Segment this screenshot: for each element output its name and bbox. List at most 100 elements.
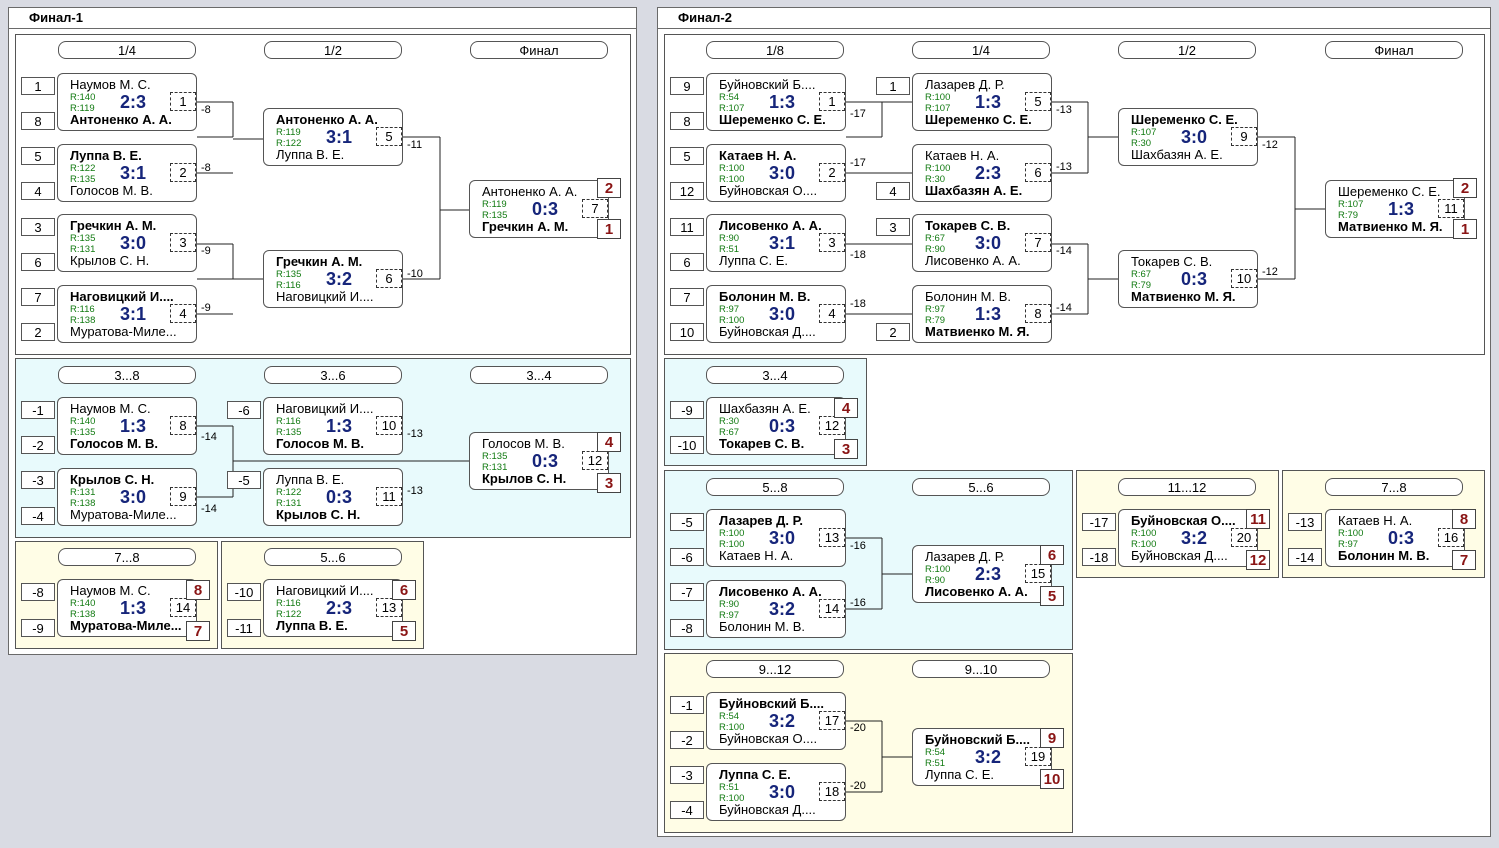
player-2-name: Крылов С. Н. [482, 471, 567, 486]
player-1-name: Гречкин А. М. [276, 254, 363, 269]
match-score: 1:3 [975, 92, 1002, 112]
round-header: 1/8 [706, 41, 844, 59]
match-score: 3:0 [120, 233, 147, 253]
player-2-rating: R:30 [925, 174, 946, 185]
seed-box: 2 [876, 323, 910, 341]
match-score: 0:3 [1181, 269, 1208, 289]
player-2-name: Голосов М. В. [276, 436, 365, 451]
player-2-rating: R:100 [1131, 539, 1157, 550]
match-number: 11 [376, 487, 402, 506]
match-number: 6 [1025, 163, 1051, 182]
player-2-name: Шахбазян А. Е. [1131, 147, 1223, 162]
loser-destination: -12 [1262, 139, 1278, 151]
loser-destination: -14 [1056, 302, 1072, 314]
round-header: 1/2 [1118, 41, 1256, 59]
loser-destination: -16 [850, 540, 866, 552]
player-2-rating: R:138 [70, 609, 96, 620]
place-badge: 7 [186, 621, 210, 641]
seed-box: 7 [21, 288, 55, 306]
player-2-rating: R:131 [482, 462, 508, 473]
player-2-rating: R:135 [70, 174, 96, 185]
final-1-title: Финал-1 [29, 10, 83, 25]
player-2-rating: R:100 [719, 722, 745, 733]
player-1-rating: R:135 [482, 451, 508, 462]
match-score: 3:0 [120, 487, 147, 507]
match-score: 3:0 [1181, 127, 1208, 147]
player-1-name: Токарев С. В. [1131, 254, 1213, 269]
seed-box: -3 [670, 766, 704, 784]
player-2-name: Лисовенко А. А. [925, 253, 1021, 268]
seed-box: -9 [21, 619, 55, 637]
player-1-rating: R:54 [719, 711, 740, 722]
player-1-name: Крылов С. Н. [70, 472, 155, 487]
place-badge: 12 [1246, 550, 1270, 570]
round-header: 7...8 [58, 548, 196, 566]
player-2-name: Шахбазян А. Е. [925, 183, 1023, 198]
match-number: 16 [1438, 528, 1464, 547]
round-header: 5...6 [912, 478, 1050, 496]
player-1-name: Катаев Н. А. [925, 148, 1000, 163]
player-1-name: Антоненко А. А. [482, 184, 578, 199]
player-1-name: Катаев Н. А. [719, 148, 797, 163]
player-1-rating: R:67 [1131, 269, 1152, 280]
player-2-rating: R:51 [925, 758, 946, 769]
seed-box: -6 [227, 401, 261, 419]
player-2-rating: R:90 [925, 244, 946, 255]
match-number: 7 [1025, 233, 1051, 252]
player-2-name: Буйновская О.... [719, 731, 818, 746]
place-badge: 5 [392, 621, 416, 641]
seed-box: 2 [21, 323, 55, 341]
seed-box: -17 [1082, 513, 1116, 531]
player-1-rating: R:100 [719, 528, 745, 539]
player-2-name: Луппа С. Е. [925, 767, 994, 782]
loser-destination: -14 [1056, 245, 1072, 257]
player-1-rating: R:100 [925, 564, 951, 575]
player-2-rating: R:100 [719, 174, 745, 185]
loser-destination: -13 [1056, 104, 1072, 116]
match-score: 3:0 [769, 304, 796, 324]
player-1-rating: R:100 [719, 163, 745, 174]
player-2-rating: R:135 [70, 427, 96, 438]
seed-box: 5 [21, 147, 55, 165]
match-score: 3:0 [769, 163, 796, 183]
player-1-name: Лисовенко А. А. [719, 218, 822, 233]
player-1-rating: R:100 [925, 163, 951, 174]
player-1-name: Наговицкий И.... [276, 583, 374, 598]
seed-box: -2 [21, 436, 55, 454]
final-2-header: Финал-2 [658, 8, 1490, 29]
